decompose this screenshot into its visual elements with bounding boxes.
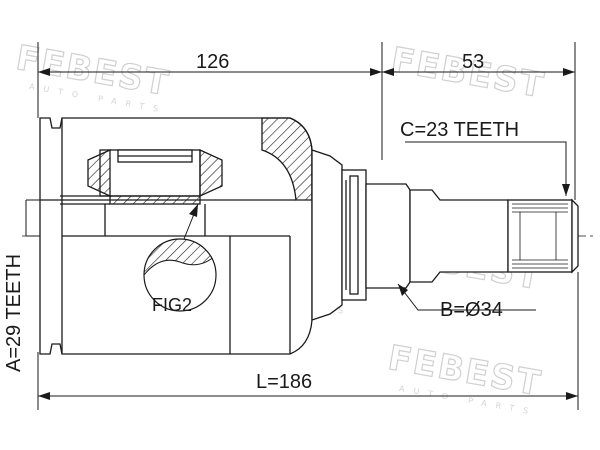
- spline-teeth: [512, 203, 568, 269]
- shaft-teeth-label: C=23 TEETH: [400, 119, 520, 141]
- dimension-stub-length: 53: [462, 51, 485, 73]
- fig2-label: FIG2: [152, 295, 193, 315]
- housing: [39, 117, 313, 355]
- fig2-detail: [143, 203, 217, 312]
- dimension-lines: [25, 42, 579, 410]
- leader-arrows: [398, 184, 570, 296]
- arrowheads: [38, 68, 578, 400]
- outer-teeth-label: A=29 TEETH: [3, 253, 25, 372]
- dimension-body-length: 126: [196, 51, 230, 73]
- total-length-label: L=186: [256, 371, 313, 393]
- shaft: [311, 149, 579, 321]
- diameter-label: B=Ø34: [440, 299, 503, 321]
